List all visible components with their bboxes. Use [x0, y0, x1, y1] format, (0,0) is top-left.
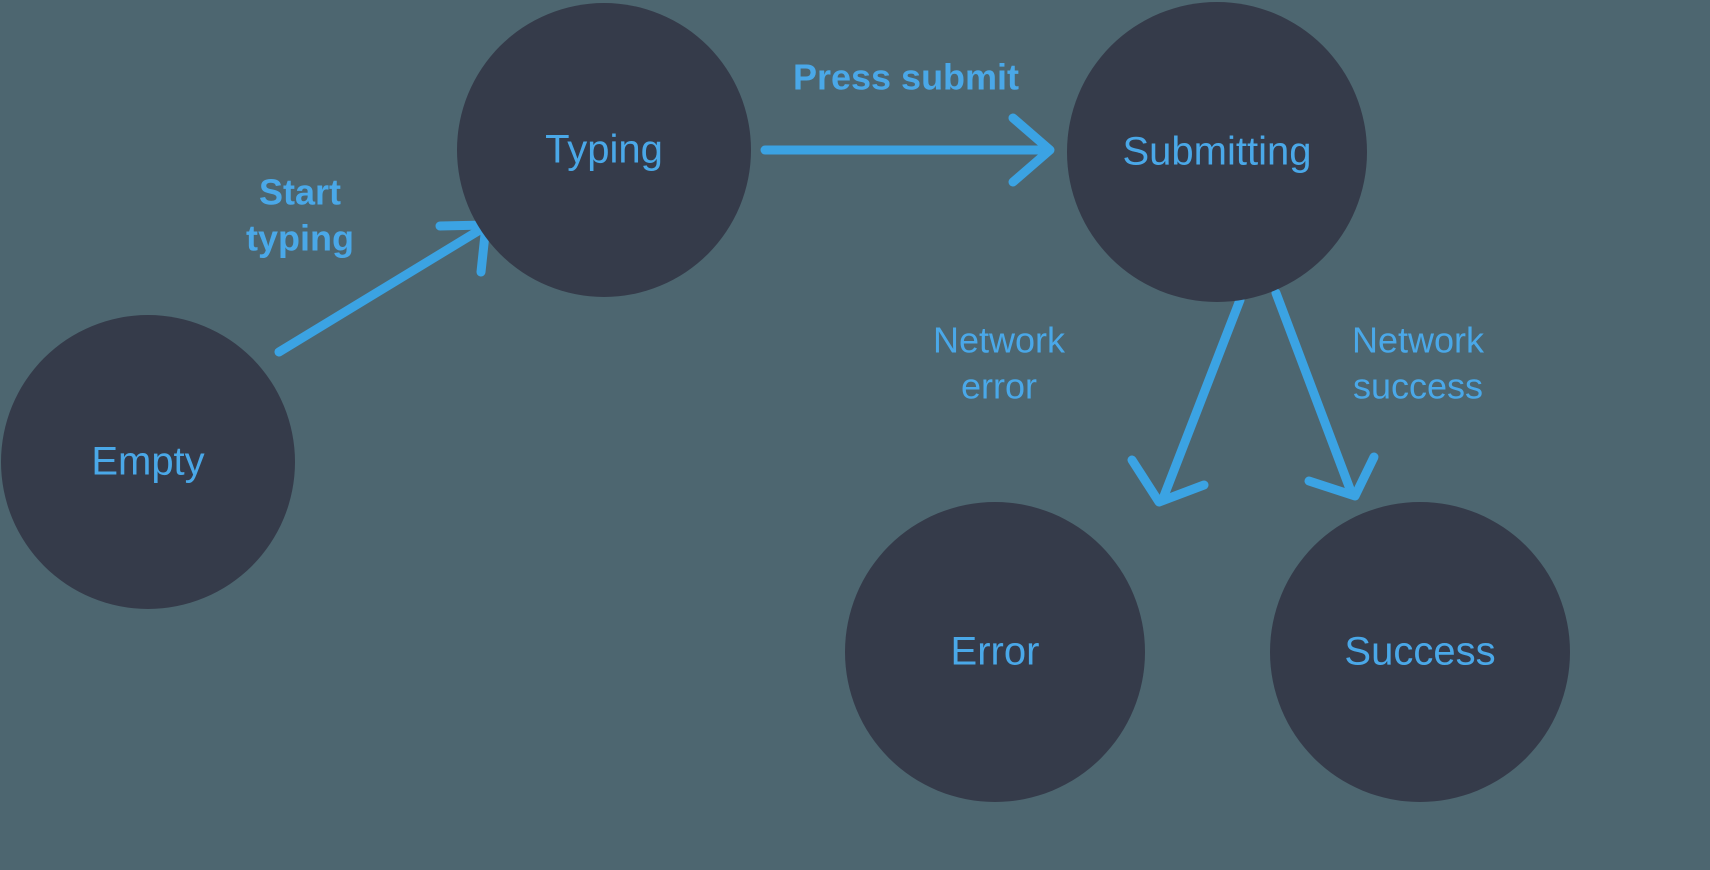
node-error-label: Error	[951, 630, 1040, 674]
edge-network-error-line	[1159, 295, 1245, 501]
node-submitting-circle	[1067, 2, 1367, 302]
edge-network-success-arrowhead	[1304, 452, 1379, 501]
edge-label-press-submit: Press submit	[793, 57, 1019, 98]
node-submitting[interactable]: Submitting	[1067, 2, 1367, 302]
edge-label-network-success-line2: success	[1353, 366, 1483, 407]
edge-label-start-typing-line2: typing	[246, 218, 354, 259]
node-success-circle	[1270, 502, 1570, 802]
node-empty[interactable]: Empty	[1, 315, 295, 609]
edge-label-network-error-line2: error	[961, 366, 1037, 407]
node-success[interactable]: Success	[1270, 502, 1570, 802]
node-submitting-label: Submitting	[1123, 130, 1312, 174]
edge-press-submit[interactable]: Press submit	[760, 57, 1055, 187]
node-error[interactable]: Error	[845, 502, 1145, 802]
edge-press-submit-arrowhead	[1008, 113, 1055, 187]
edge-label-network-error-line1: Network	[933, 320, 1066, 361]
node-empty-label: Empty	[91, 440, 204, 484]
node-typing-label: Typing	[545, 128, 663, 172]
node-typing[interactable]: Typing	[457, 3, 751, 297]
node-typing-circle	[457, 3, 751, 297]
edge-network-success-line	[1271, 288, 1355, 494]
edge-network-success[interactable]: Network success	[1271, 288, 1485, 501]
edge-label-start-typing-line1: Start	[259, 172, 341, 213]
node-error-circle	[845, 502, 1145, 802]
edge-start-typing[interactable]: Start typing	[246, 172, 491, 357]
node-success-label: Success	[1344, 630, 1495, 674]
node-empty-circle	[1, 315, 295, 609]
edge-network-error-arrowhead	[1127, 455, 1209, 507]
edge-label-network-success-line1: Network	[1352, 320, 1485, 361]
edge-start-typing-line	[274, 223, 488, 357]
edge-network-error[interactable]: Network error	[933, 295, 1245, 507]
